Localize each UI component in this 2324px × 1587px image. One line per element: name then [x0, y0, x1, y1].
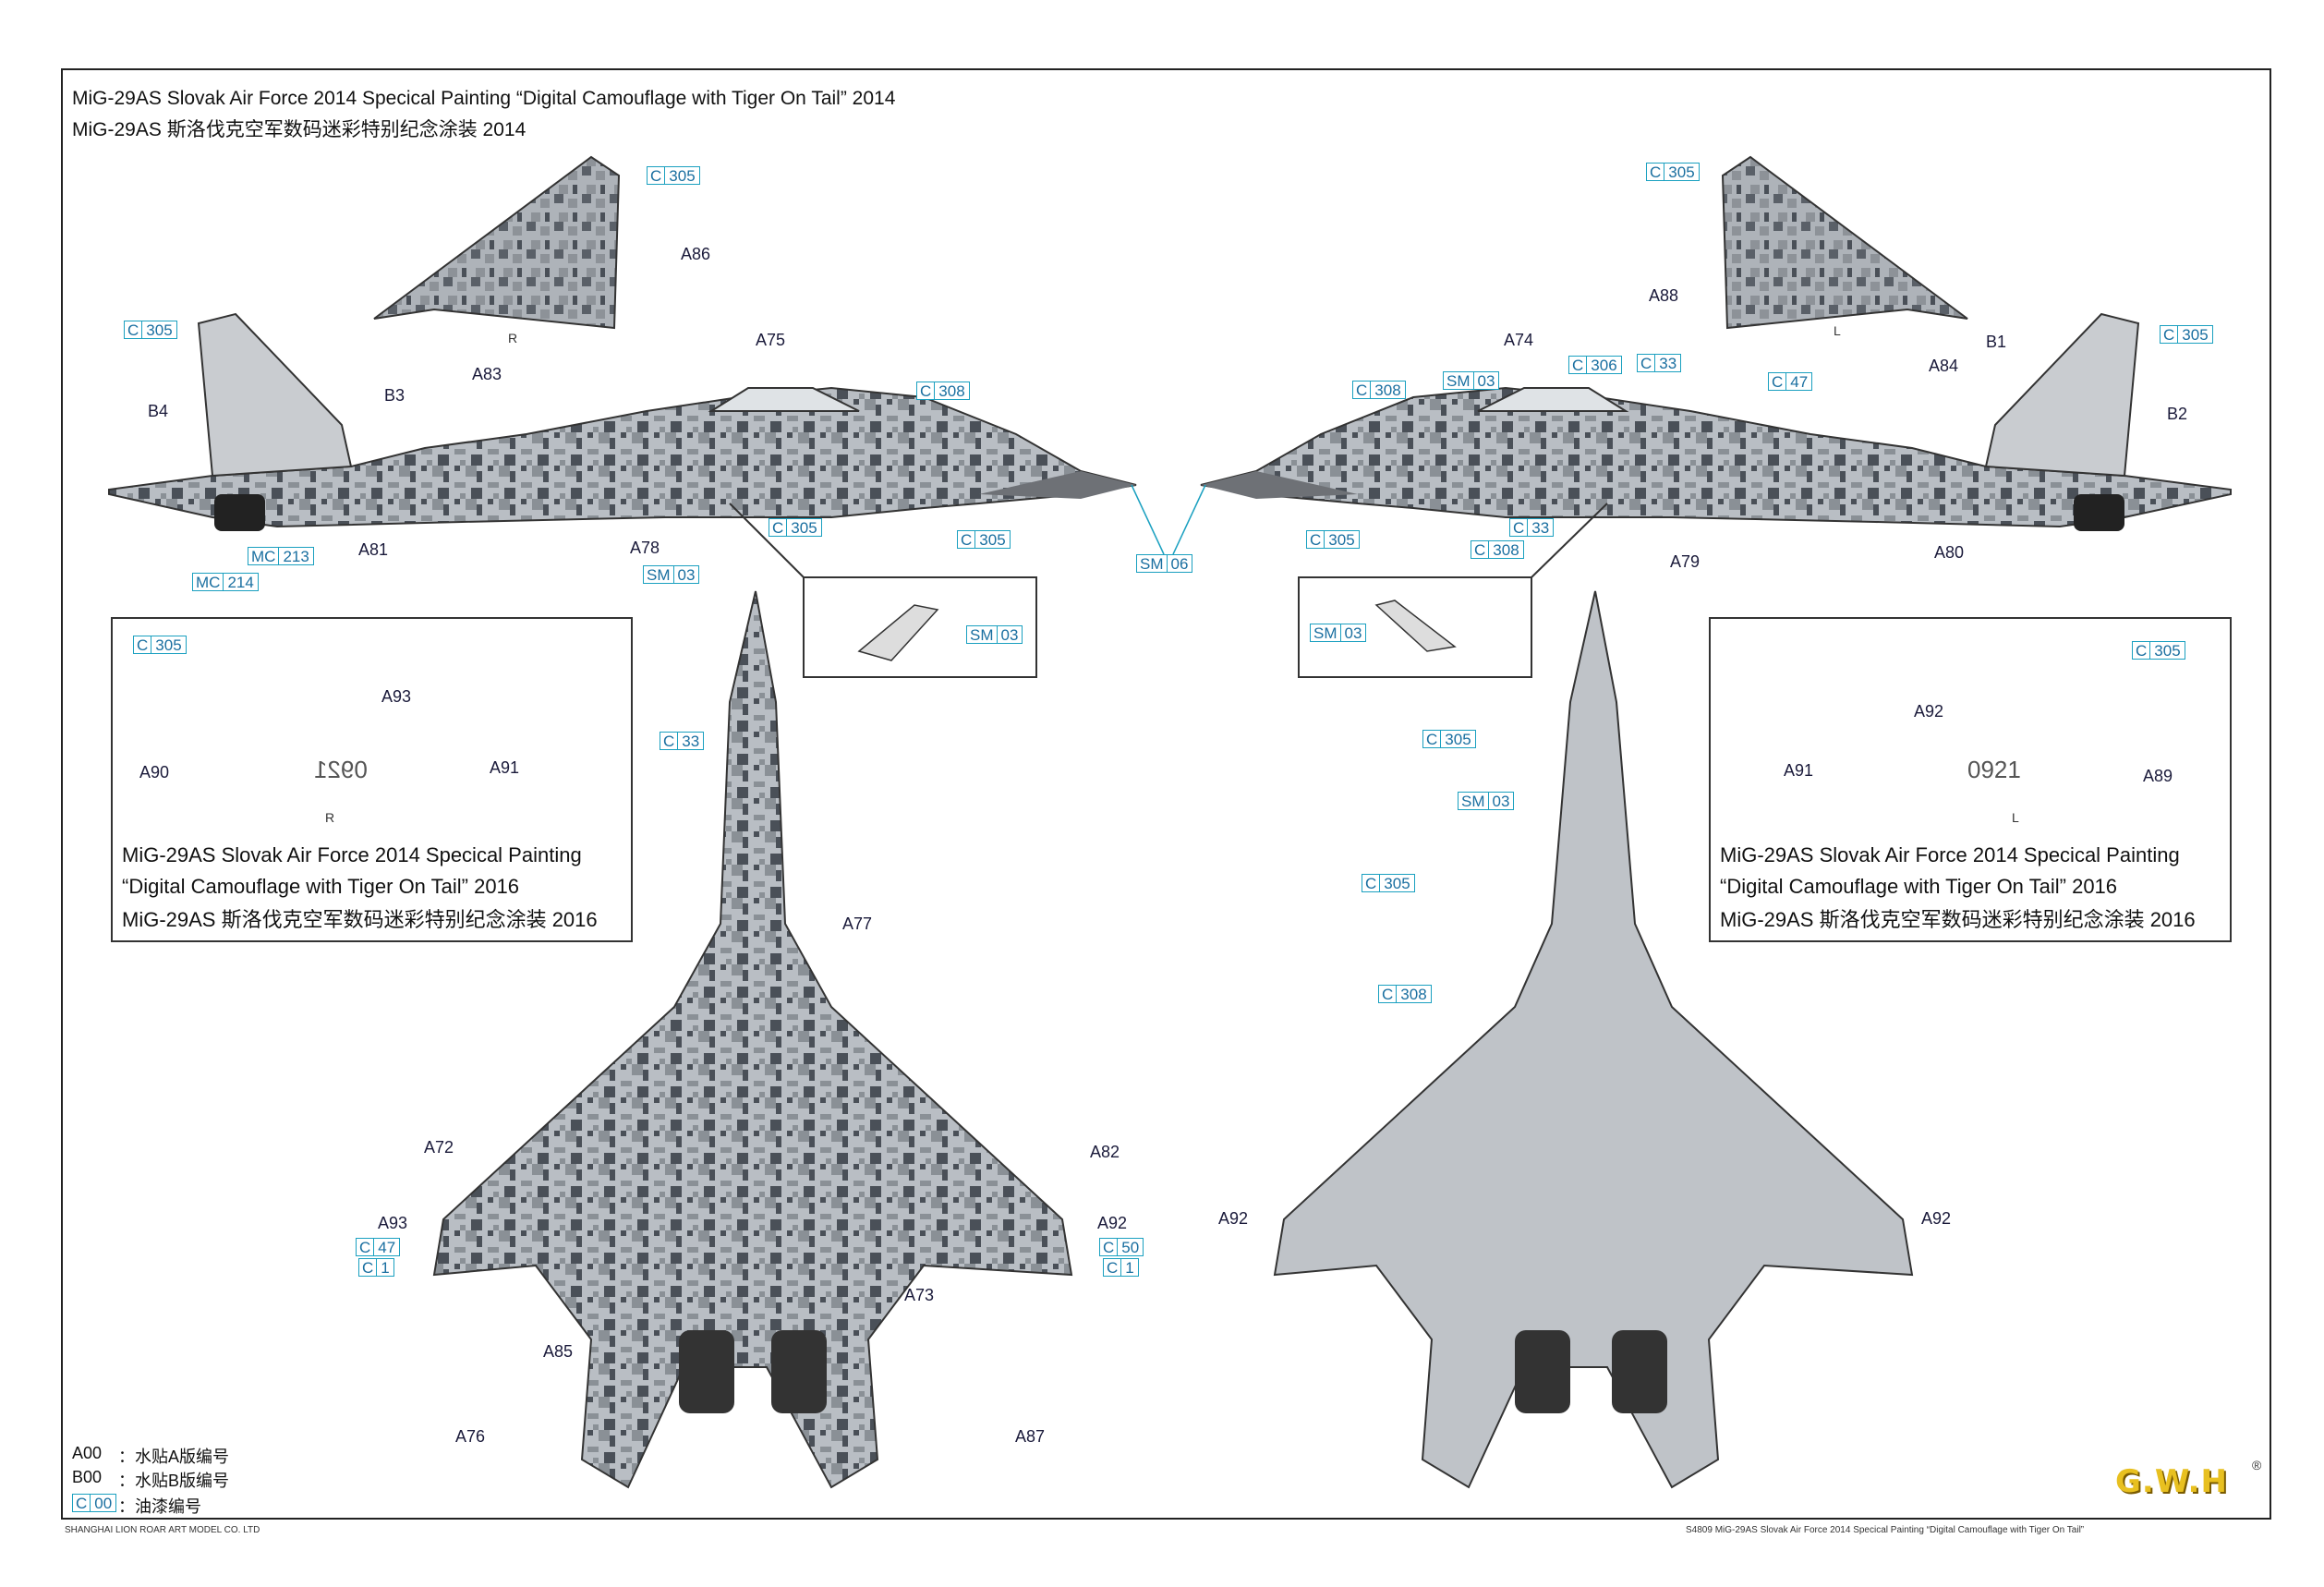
- sheet-frame: [61, 68, 2271, 1520]
- label-a80: A80: [1934, 543, 1965, 562]
- label-a93-box: A93: [381, 687, 412, 706]
- label-a72: A72: [424, 1138, 454, 1157]
- label-a82: A82: [1090, 1143, 1120, 1161]
- box-left-title-en-1: MiG-29AS Slovak Air Force 2014 Specical …: [122, 843, 582, 866]
- legend-b00: B00: [72, 1468, 103, 1486]
- footer-left: SHANGHAI LION ROAR ART MODEL CO. LTD: [65, 1525, 260, 1535]
- box-right-title-en-2: “Digital Camouflage with Tiger On Tail” …: [1720, 875, 2118, 898]
- side-letter-l-box: L: [2012, 810, 2019, 825]
- legend-a00: A00: [72, 1444, 103, 1462]
- label-a90: A90: [139, 763, 170, 781]
- label-a91-box-right: A91: [1784, 761, 1814, 780]
- side-letter-r-top: R: [508, 331, 518, 345]
- right-side-view: [1200, 312, 2232, 531]
- box-right-title-en-1: MiG-29AS Slovak Air Force 2014 Specical …: [1720, 843, 2180, 866]
- footer-right: S4809 MiG-29AS Slovak Air Force 2014 Spe…: [1686, 1525, 2085, 1535]
- label-a92-bottom-left: A92: [1218, 1209, 1249, 1228]
- box-right-title-cn: MiG-29AS 斯洛伐克空军数码迷彩特别纪念涂装 2016: [1720, 908, 2196, 931]
- label-a78: A78: [630, 539, 660, 557]
- label-a87: A87: [1015, 1427, 1046, 1446]
- label-a77: A77: [842, 915, 873, 933]
- label-b2: B2: [2167, 405, 2188, 423]
- brand-logo: G.W.H: [2115, 1463, 2228, 1500]
- label-a74: A74: [1504, 331, 1534, 349]
- label-a92-box: A92: [1914, 702, 1944, 721]
- label-b4: B4: [148, 402, 169, 420]
- legend-b00-desc: ：水贴B版编号: [118, 1472, 230, 1490]
- legend-c00-desc: ：油漆编号: [118, 1497, 201, 1516]
- label-a79: A79: [1670, 552, 1701, 571]
- label-b1: B1: [1986, 333, 2007, 351]
- label-a93-top: A93: [378, 1214, 408, 1232]
- tail-number-left: 0921: [314, 756, 368, 783]
- tail-number-right: 0921: [1967, 756, 2021, 783]
- label-a88: A88: [1649, 286, 1679, 305]
- label-a76: A76: [455, 1427, 486, 1446]
- label-a81: A81: [358, 540, 389, 559]
- label-a83: A83: [472, 365, 502, 383]
- box-left-title-cn: MiG-29AS 斯洛伐克空军数码迷彩特别纪念涂装 2016: [122, 908, 598, 931]
- bottom-view-aircraft: [1273, 590, 1914, 1489]
- label-a73: A73: [904, 1286, 935, 1304]
- title-english: MiG-29AS Slovak Air Force 2014 Specical …: [72, 88, 896, 109]
- fin-top-right: [1721, 155, 1968, 330]
- legend-a00-desc: ：水贴A版编号: [118, 1448, 230, 1466]
- fin-top-left: [373, 155, 621, 330]
- brand-registered-mark: ®: [2252, 1458, 2262, 1472]
- label-a89: A89: [2143, 767, 2173, 785]
- version-2016-box-right: [1709, 617, 2232, 942]
- side-letter-r-box: R: [325, 810, 335, 825]
- box-left-title-en-2: “Digital Camouflage with Tiger On Tail” …: [122, 875, 520, 898]
- label-a86: A86: [681, 245, 711, 263]
- label-a92-top: A92: [1097, 1214, 1128, 1232]
- side-letter-l-top: L: [1834, 323, 1841, 338]
- left-side-view: [108, 312, 1137, 531]
- label-a75: A75: [756, 331, 786, 349]
- label-a84: A84: [1929, 357, 1959, 375]
- label-a85: A85: [543, 1342, 574, 1361]
- version-2016-box-left: [111, 617, 633, 942]
- label-b3: B3: [384, 386, 405, 405]
- label-a92-bottom-right: A92: [1921, 1209, 1952, 1228]
- title-chinese: MiG-29AS 斯洛伐克空军数码迷彩特别纪念涂装 2014: [72, 119, 527, 140]
- label-a91-box-left: A91: [490, 758, 520, 777]
